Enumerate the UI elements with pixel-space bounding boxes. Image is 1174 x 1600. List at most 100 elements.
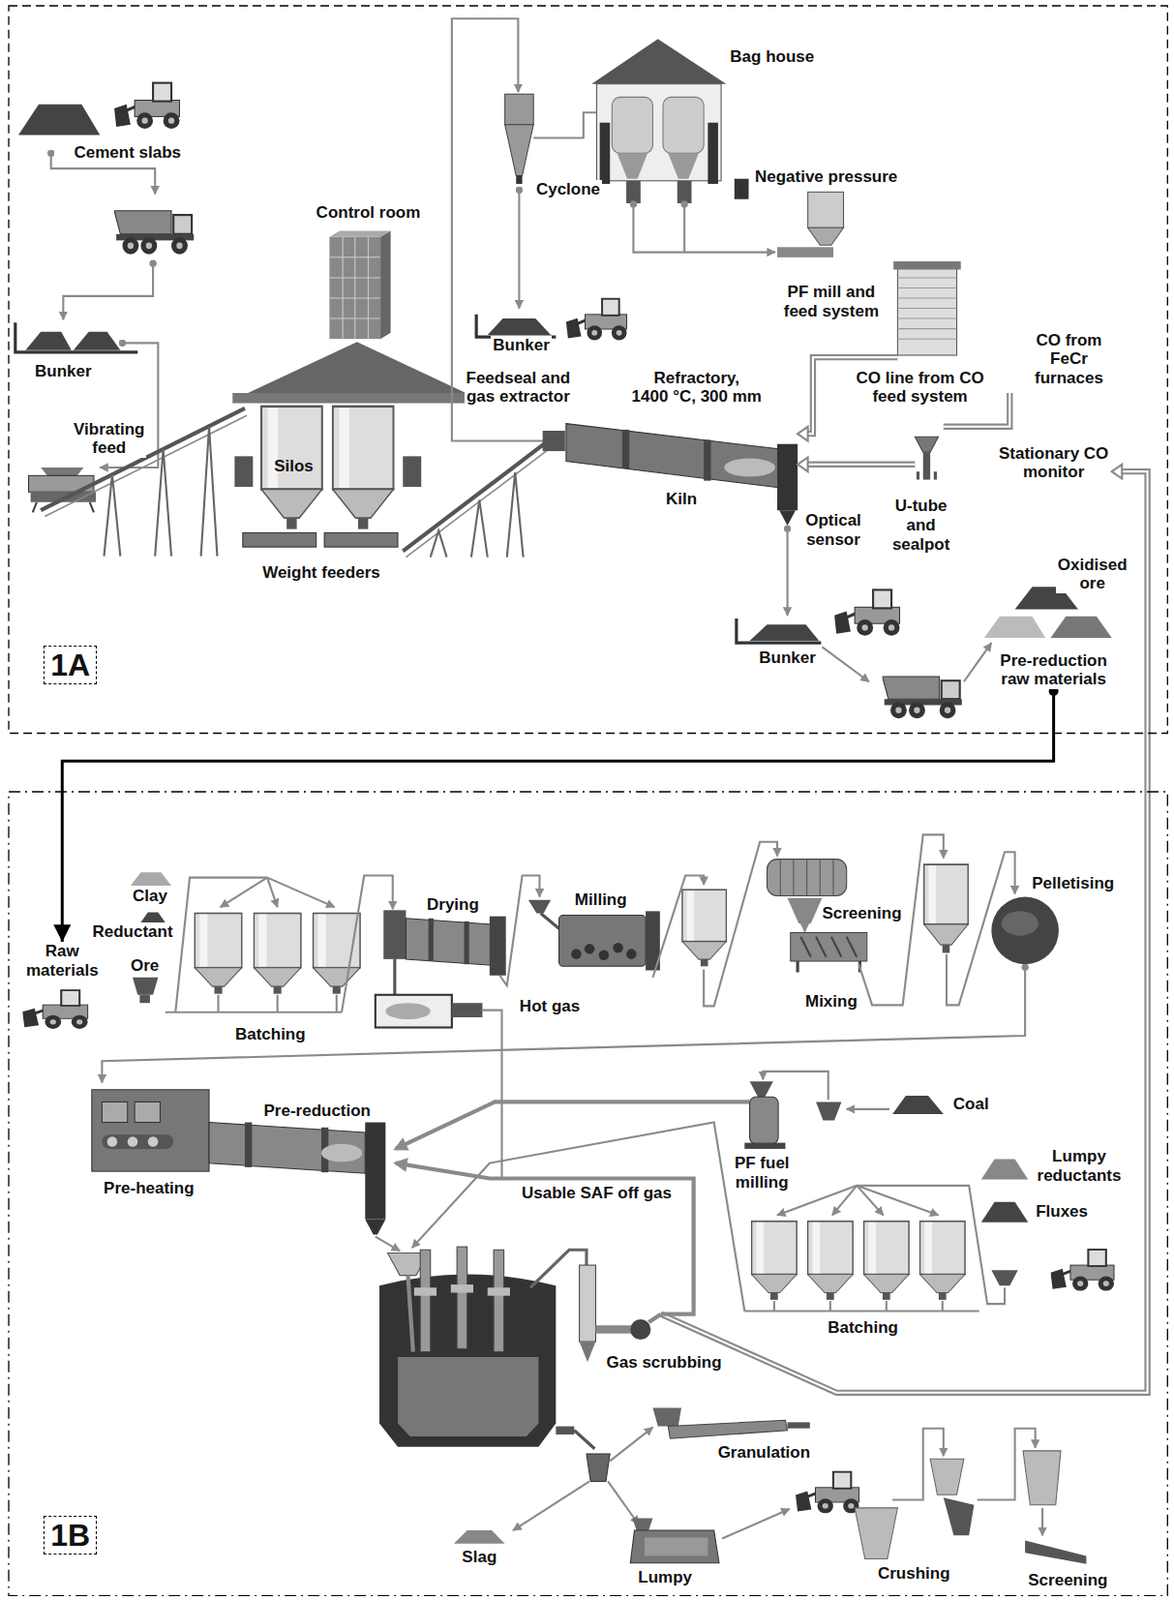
cement-slab-handling	[62, 263, 153, 320]
submerged-arc-furnace	[487, 1287, 511, 1295]
equipment-label: Bag house	[729, 47, 814, 67]
region-tag-text: 1B	[50, 1516, 91, 1554]
fuel-and-fluxes	[920, 1221, 966, 1300]
label-slot: Pre-reduction	[261, 1101, 373, 1121]
control-room	[380, 230, 392, 339]
equipment-label: Coal	[953, 1094, 990, 1114]
kiln-system	[703, 439, 711, 481]
equipment-label: Oxidised ore	[1057, 555, 1128, 594]
submerged-arc-furnace	[530, 1249, 587, 1288]
equipment-label: Batching	[827, 1318, 899, 1338]
submerged-arc-furnace	[579, 1264, 597, 1342]
equipment-label: Screening	[821, 903, 902, 924]
raw-material-prep	[541, 912, 560, 929]
fuel-and-fluxes	[856, 1185, 938, 1216]
raw-material-prep	[253, 913, 302, 994]
fuel-and-fluxes	[892, 1095, 944, 1114]
equipment-label: Cyclone	[536, 180, 601, 200]
label-slot: Crushing	[875, 1564, 953, 1584]
crushing-screening	[1024, 1540, 1086, 1565]
label-slot: Reductant	[90, 922, 175, 942]
label-slot: Bunker	[490, 335, 552, 356]
label-slot: Silos	[271, 456, 316, 477]
cyclone-baghouse	[533, 112, 597, 138]
submerged-arc-furnace	[456, 1246, 468, 1349]
submerged-arc-furnace	[595, 1324, 633, 1333]
label-slot: Lumpy	[635, 1567, 694, 1588]
equipment-label: Bunker	[758, 648, 816, 668]
conveyor-and-silos	[324, 532, 398, 547]
label-slot: Batching	[233, 1024, 308, 1045]
raw-material-prep	[1001, 910, 1039, 935]
fuel-and-fluxes	[1050, 1249, 1114, 1292]
raw-material-prep	[682, 889, 727, 966]
cyclone-baghouse	[611, 96, 653, 153]
label-slot: Optical sensor	[803, 511, 864, 549]
label-slot: Pre-heating	[101, 1178, 197, 1199]
co-return-line	[1112, 464, 1123, 480]
raw-material-prep	[481, 1010, 502, 1179]
conveyor-and-silos	[234, 455, 253, 487]
raw-material-prep	[22, 990, 88, 1029]
label-slot: PF mill and feed system	[782, 282, 881, 321]
raw-material-prep	[787, 898, 823, 924]
cyclone-baghouse	[808, 227, 844, 245]
label-slot: Milling	[572, 890, 630, 910]
cyclone-baghouse	[597, 84, 723, 181]
kiln-system	[777, 444, 798, 512]
raw-material-prep	[797, 961, 860, 973]
submerged-arc-furnace	[493, 1249, 505, 1352]
raw-material-prep	[584, 943, 596, 955]
raw-material-prep	[312, 913, 361, 994]
co-return-line	[661, 464, 1148, 1393]
cement-slab-handling	[18, 104, 100, 136]
equipment-label: Optical sensor	[805, 511, 862, 549]
label-slot: Slag	[459, 1547, 499, 1567]
equipment-label: Crushing	[877, 1564, 951, 1584]
label-slot: PF fuel milling	[732, 1153, 792, 1192]
fuel-and-fluxes	[808, 1221, 854, 1300]
pre-reduction-kiln	[364, 1122, 386, 1220]
submerged-arc-furnace	[512, 1480, 590, 1531]
cyclone-baghouse	[808, 191, 844, 228]
raw-material-prep	[428, 918, 434, 962]
control-room	[329, 237, 381, 339]
label-slot: Clay	[130, 886, 170, 906]
label-slot: CO line from CO feed system	[853, 368, 986, 407]
equipment-label: Refractory, 1400 °C, 300 mm	[632, 368, 762, 407]
node-text: Pre-reduction raw materials	[999, 651, 1108, 690]
region-box: 1APre-reduction raw materials	[7, 4, 1169, 735]
equipment-label: Pre-heating	[103, 1178, 195, 1199]
submerged-arc-furnace	[644, 1536, 708, 1556]
submerged-arc-furnace	[453, 1530, 506, 1544]
raw-material-prep	[220, 877, 268, 908]
raw-material-prep	[405, 918, 492, 965]
cement-slab-handling	[15, 322, 138, 353]
submerged-arc-furnace	[787, 1421, 811, 1428]
kiln-system	[984, 616, 1046, 638]
label-slot: Stationary CO monitor	[996, 444, 1111, 482]
pre-reduction-kiln	[127, 1136, 139, 1147]
kiln-system	[963, 642, 992, 682]
raw-material-prep	[451, 1002, 483, 1018]
raw-material-prep	[165, 994, 342, 1013]
region-tag: 1B	[43, 1515, 97, 1555]
pf-and-co-feed	[803, 463, 915, 466]
node-text: Raw materials	[26, 941, 99, 980]
equipment-label: Milling	[574, 890, 628, 910]
equipment-label: Reductant	[91, 922, 173, 942]
kiln-system	[723, 457, 776, 477]
submerged-arc-furnace	[648, 1314, 662, 1323]
pre-reduction-kiln	[209, 1122, 365, 1174]
submerged-arc-furnace	[420, 1249, 431, 1352]
equipment-label: U-tube and sealpot	[892, 496, 951, 554]
cyclone-baghouse	[683, 204, 686, 253]
pre-reduction-kiln	[148, 1136, 159, 1147]
crushing-screening	[1041, 1507, 1044, 1536]
cyclone-baghouse	[626, 180, 641, 204]
cyclone-baghouse	[600, 122, 611, 184]
kiln-system	[882, 676, 963, 719]
label-slot: Weight feeders	[260, 563, 383, 583]
cyclone-baghouse	[662, 96, 704, 153]
control-room	[329, 237, 381, 339]
